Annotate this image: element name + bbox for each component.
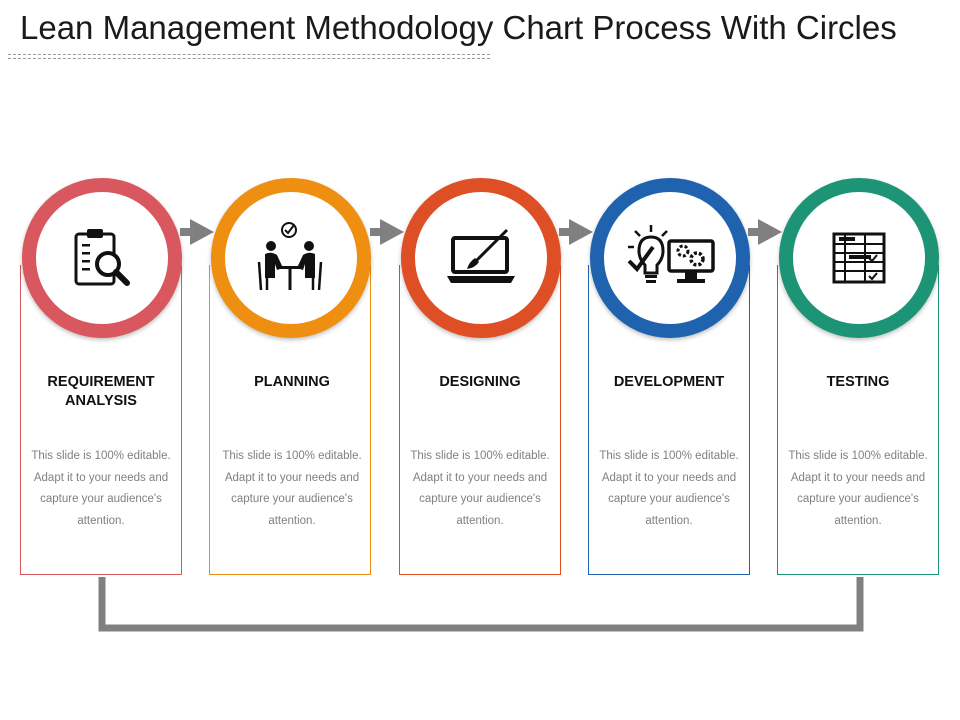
step-title-5: TESTING [826, 374, 890, 390]
step-title-4: DEVELOPMENT [613, 374, 725, 390]
step-circle-5 [779, 178, 939, 338]
step-title-1: REQUIREMENT ANALYSIS [47, 374, 155, 409]
step-circle-1 [22, 178, 182, 338]
idea-gears-monitor-icon [627, 225, 715, 283]
arrow-right-icon [559, 219, 593, 245]
arrow-right-icon [180, 219, 214, 245]
step-desc-2: This slide is 100% editable. Adapt it to… [222, 450, 362, 527]
laptop-brush-icon [447, 228, 515, 283]
step-desc-3: This slide is 100% editable. Adapt it to… [410, 450, 550, 527]
step-desc-4: This slide is 100% editable. Adapt it to… [599, 450, 739, 527]
arrow-right-icon [748, 219, 782, 245]
step-desc-1: This slide is 100% editable. Adapt it to… [31, 450, 171, 527]
step-circle-3 [401, 178, 561, 338]
page-title: Lean Management Methodology Chart Proces… [20, 9, 897, 46]
step-circle-4 [590, 178, 750, 338]
step-title-3: DESIGNING [439, 374, 521, 390]
title-underline [8, 54, 490, 59]
meeting-people-icon [257, 222, 323, 291]
step-desc-5: This slide is 100% editable. Adapt it to… [788, 450, 928, 527]
arrow-right-icon [370, 219, 404, 245]
step-circle-2 [211, 178, 371, 338]
checklist-table-icon [832, 232, 886, 284]
clipboard-search-icon [74, 229, 130, 286]
step-title-2: PLANNING [254, 374, 330, 390]
